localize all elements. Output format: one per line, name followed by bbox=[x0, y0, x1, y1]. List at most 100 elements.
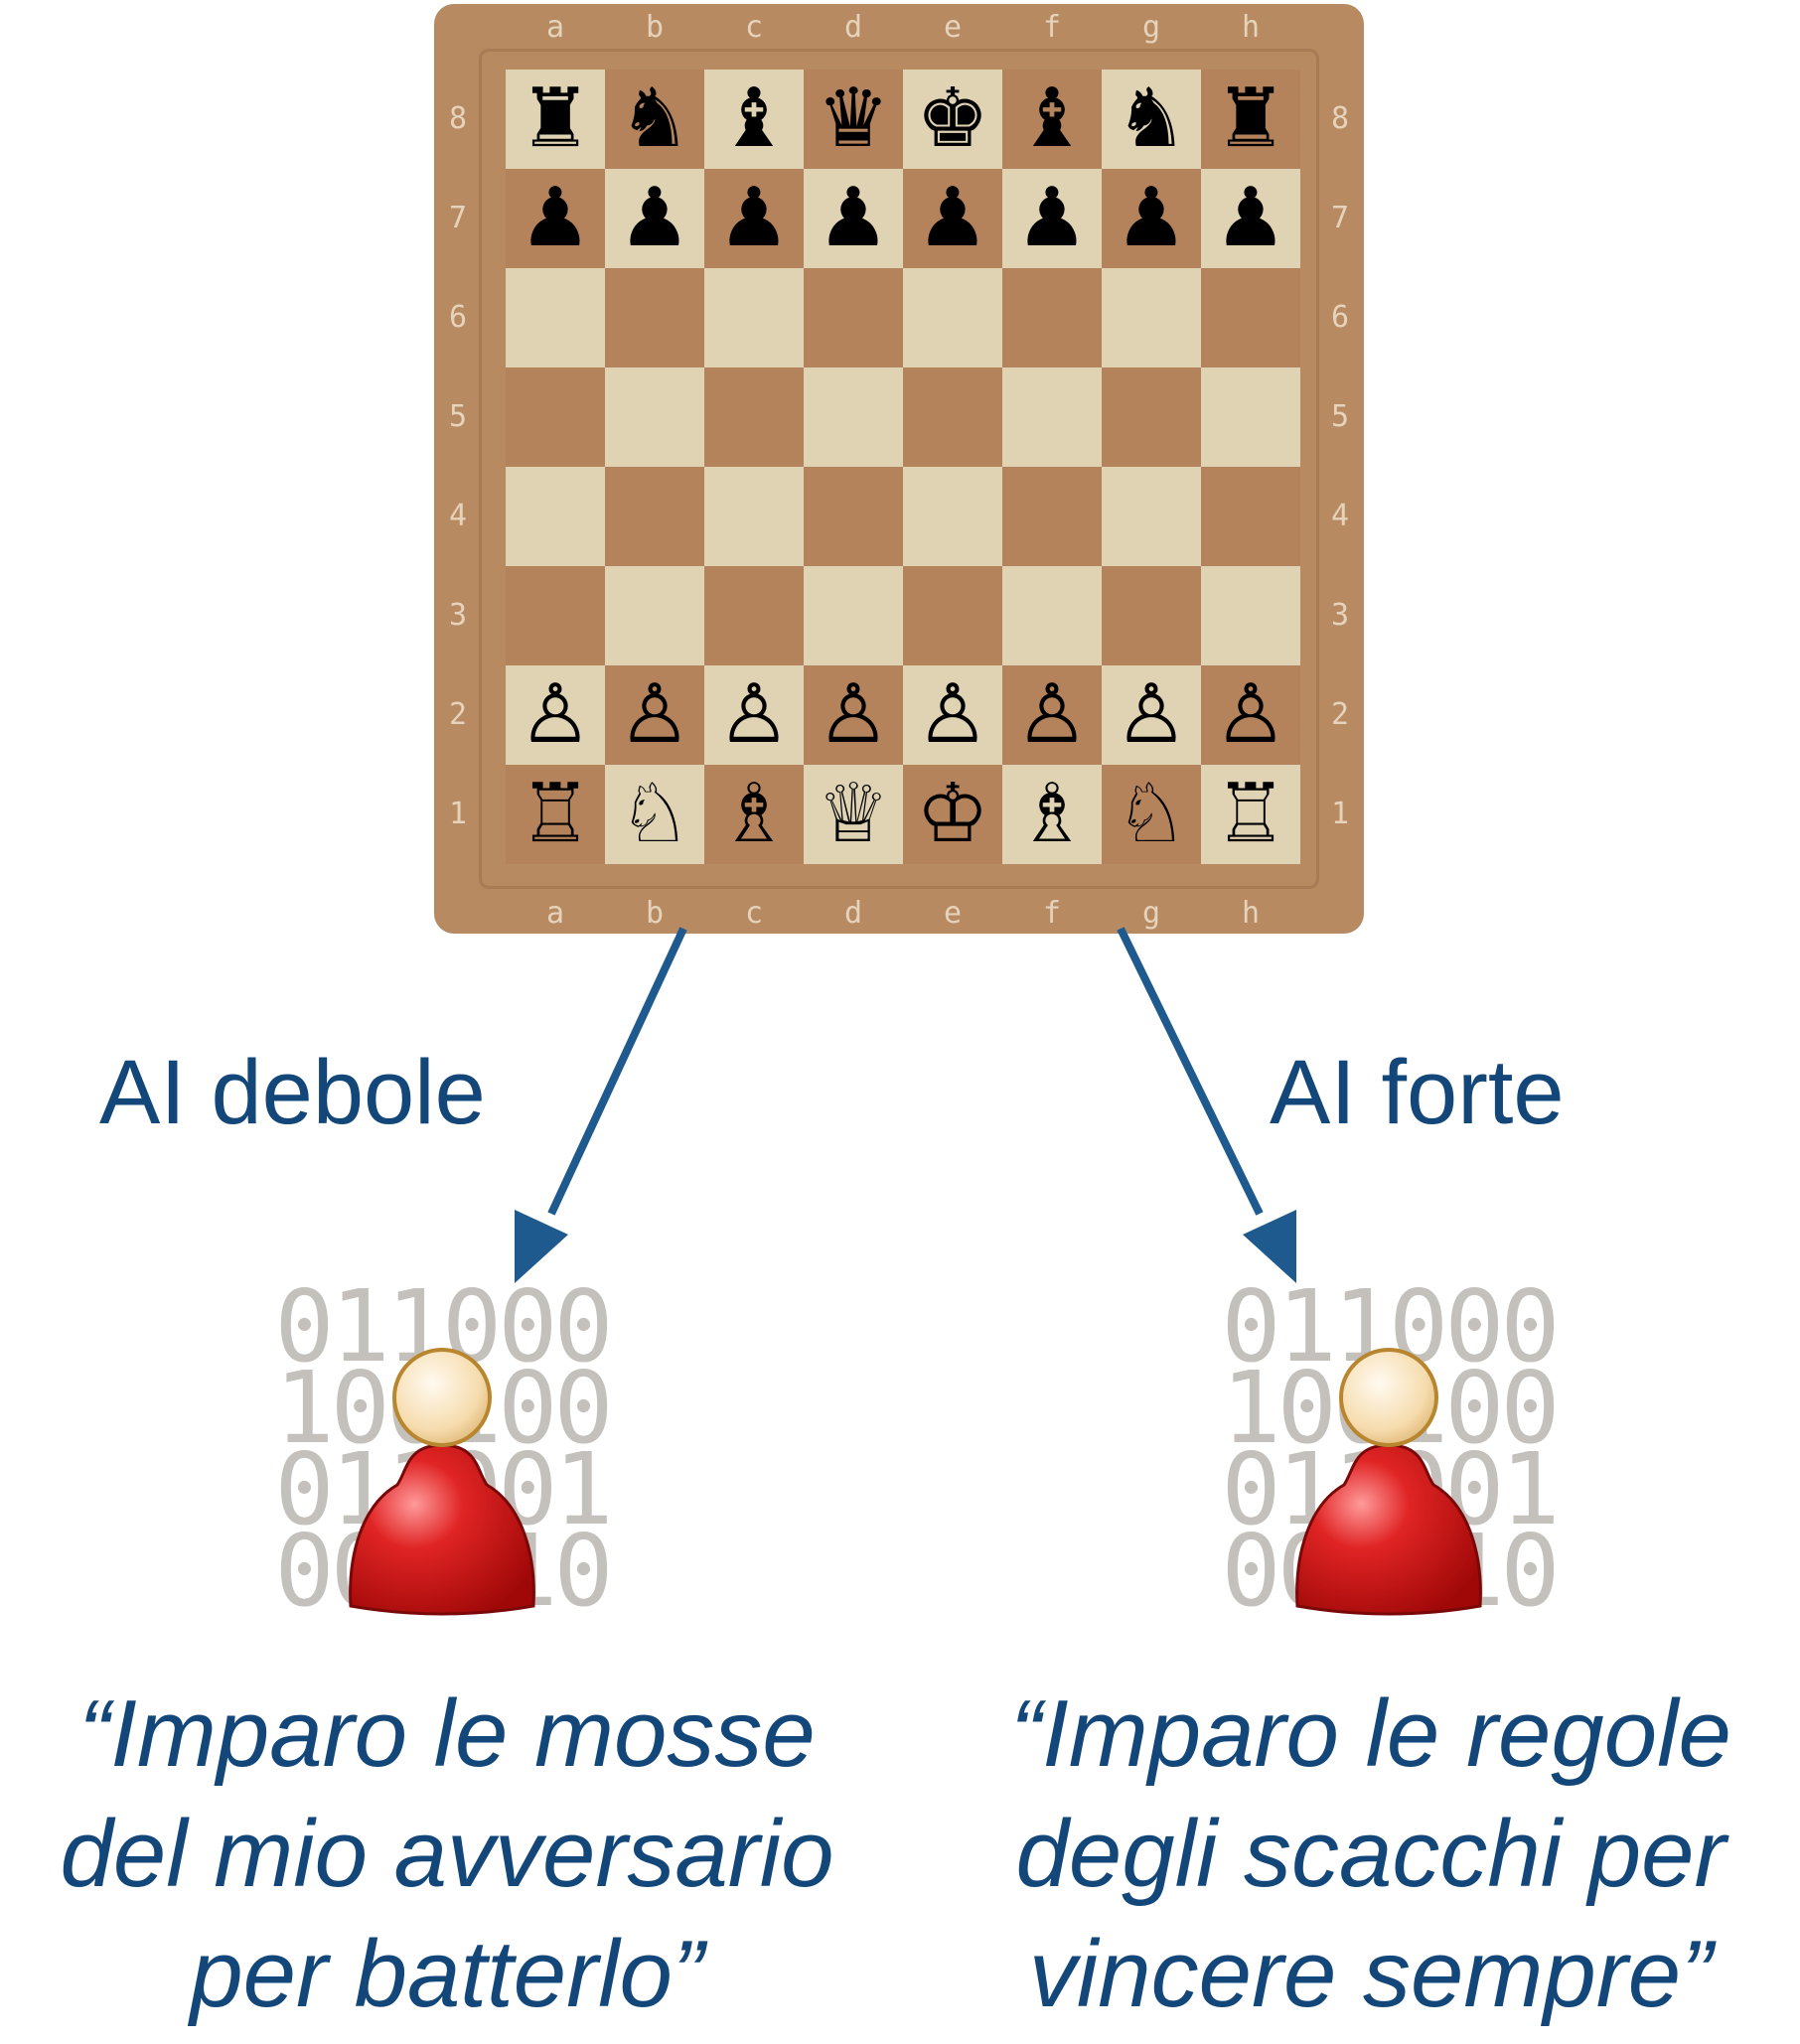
square-a5 bbox=[506, 367, 605, 467]
square-g3 bbox=[1102, 566, 1201, 665]
chess-piece-icon: ♖ bbox=[519, 767, 592, 861]
chess-piece-icon: ♘ bbox=[618, 767, 691, 861]
file-label-top-b: b bbox=[645, 10, 665, 45]
chess-piece-icon: ♛ bbox=[817, 72, 890, 166]
rank-label-left-5: 5 bbox=[448, 399, 468, 434]
square-c8: ♝ bbox=[704, 70, 804, 169]
square-e2: ♙ bbox=[903, 665, 1002, 765]
arrow-left bbox=[547, 927, 687, 1216]
file-label-bottom-c: c bbox=[744, 896, 764, 931]
square-f4 bbox=[1002, 467, 1102, 566]
rank-label-left-8: 8 bbox=[448, 101, 468, 136]
square-a4 bbox=[506, 467, 605, 566]
square-h3 bbox=[1201, 566, 1300, 665]
square-d2: ♙ bbox=[804, 665, 903, 765]
square-h4 bbox=[1201, 467, 1300, 566]
rank-label-right-7: 7 bbox=[1330, 201, 1350, 235]
square-f6 bbox=[1002, 268, 1102, 367]
square-c1: ♗ bbox=[704, 765, 804, 864]
chess-piece-icon: ♙ bbox=[519, 667, 592, 762]
square-e8: ♚ bbox=[903, 70, 1002, 169]
square-c7: ♟ bbox=[704, 169, 804, 268]
square-e7: ♟ bbox=[903, 169, 1002, 268]
chess-piece-icon: ♞ bbox=[618, 72, 691, 166]
file-label-bottom-a: a bbox=[545, 896, 565, 931]
square-d8: ♛ bbox=[804, 70, 903, 169]
chess-piece-icon: ♔ bbox=[916, 767, 989, 861]
square-b7: ♟ bbox=[605, 169, 704, 268]
square-g4 bbox=[1102, 467, 1201, 566]
square-b4 bbox=[605, 467, 704, 566]
rank-label-right-4: 4 bbox=[1330, 499, 1350, 533]
square-g6 bbox=[1102, 268, 1201, 367]
quote-strong-ai: “Imparo le regole degli scacchi per vinc… bbox=[1010, 1680, 1731, 2027]
square-g8: ♞ bbox=[1102, 70, 1201, 169]
chess-piece-icon: ♙ bbox=[817, 667, 890, 762]
square-h6 bbox=[1201, 268, 1300, 367]
square-f2: ♙ bbox=[1002, 665, 1102, 765]
square-a2: ♙ bbox=[506, 665, 605, 765]
square-d3 bbox=[804, 566, 903, 665]
rank-label-right-8: 8 bbox=[1330, 101, 1350, 136]
square-f7: ♟ bbox=[1002, 169, 1102, 268]
board-inner-border bbox=[479, 49, 1319, 889]
square-b5 bbox=[605, 367, 704, 467]
square-d5 bbox=[804, 367, 903, 467]
square-f8: ♝ bbox=[1002, 70, 1102, 169]
rank-label-left-7: 7 bbox=[448, 201, 468, 235]
square-g7: ♟ bbox=[1102, 169, 1201, 268]
square-d7: ♟ bbox=[804, 169, 903, 268]
square-e3 bbox=[903, 566, 1002, 665]
quote-weak-ai: “Imparo le mosse del mio avversario per … bbox=[60, 1680, 834, 2027]
square-a3 bbox=[506, 566, 605, 665]
square-f3 bbox=[1002, 566, 1102, 665]
chess-piece-icon: ♙ bbox=[1015, 667, 1089, 762]
rank-label-right-1: 1 bbox=[1330, 797, 1350, 831]
chess-piece-icon: ♙ bbox=[916, 667, 989, 762]
chess-piece-icon: ♙ bbox=[1115, 667, 1188, 762]
file-label-top-g: g bbox=[1141, 10, 1161, 45]
chess-piece-icon: ♙ bbox=[717, 667, 791, 762]
chess-piece-icon: ♙ bbox=[618, 667, 691, 762]
square-e5 bbox=[903, 367, 1002, 467]
rank-label-left-3: 3 bbox=[448, 598, 468, 633]
file-label-top-d: d bbox=[843, 10, 863, 45]
rank-label-left-1: 1 bbox=[448, 797, 468, 831]
rank-label-right-6: 6 bbox=[1330, 300, 1350, 335]
chess-piece-icon: ♟ bbox=[618, 171, 691, 265]
square-h7: ♟ bbox=[1201, 169, 1300, 268]
square-h8: ♜ bbox=[1201, 70, 1300, 169]
label-weak-ai: AI debole bbox=[99, 1042, 486, 1143]
square-a8: ♜ bbox=[506, 70, 605, 169]
square-h1: ♖ bbox=[1201, 765, 1300, 864]
rank-label-left-2: 2 bbox=[448, 697, 468, 732]
file-label-top-c: c bbox=[744, 10, 764, 45]
file-label-bottom-e: e bbox=[943, 896, 963, 931]
square-g2: ♙ bbox=[1102, 665, 1201, 765]
square-e1: ♔ bbox=[903, 765, 1002, 864]
rank-label-right-5: 5 bbox=[1330, 399, 1350, 434]
chess-piece-icon: ♝ bbox=[717, 72, 791, 166]
user-icon bbox=[1295, 1348, 1482, 1616]
arrow-right bbox=[1117, 927, 1264, 1216]
chess-piece-icon: ♟ bbox=[1214, 171, 1287, 265]
square-h2: ♙ bbox=[1201, 665, 1300, 765]
board-squares: ♜♞♝♛♚♝♞♜♟♟♟♟♟♟♟♟♙♙♙♙♙♙♙♙♖♘♗♕♔♗♘♖ bbox=[506, 70, 1300, 864]
user-icon bbox=[349, 1348, 535, 1616]
square-d4 bbox=[804, 467, 903, 566]
chess-piece-icon: ♙ bbox=[1214, 667, 1287, 762]
square-f1: ♗ bbox=[1002, 765, 1102, 864]
rank-label-left-6: 6 bbox=[448, 300, 468, 335]
square-c3 bbox=[704, 566, 804, 665]
chess-piece-icon: ♜ bbox=[519, 72, 592, 166]
chess-piece-icon: ♗ bbox=[1015, 767, 1089, 861]
square-c4 bbox=[704, 467, 804, 566]
file-label-bottom-b: b bbox=[645, 896, 665, 931]
file-label-top-h: h bbox=[1241, 10, 1261, 45]
file-label-top-f: f bbox=[1042, 10, 1062, 45]
square-a7: ♟ bbox=[506, 169, 605, 268]
label-strong-ai: AI forte bbox=[1270, 1042, 1565, 1143]
chess-piece-icon: ♚ bbox=[916, 72, 989, 166]
